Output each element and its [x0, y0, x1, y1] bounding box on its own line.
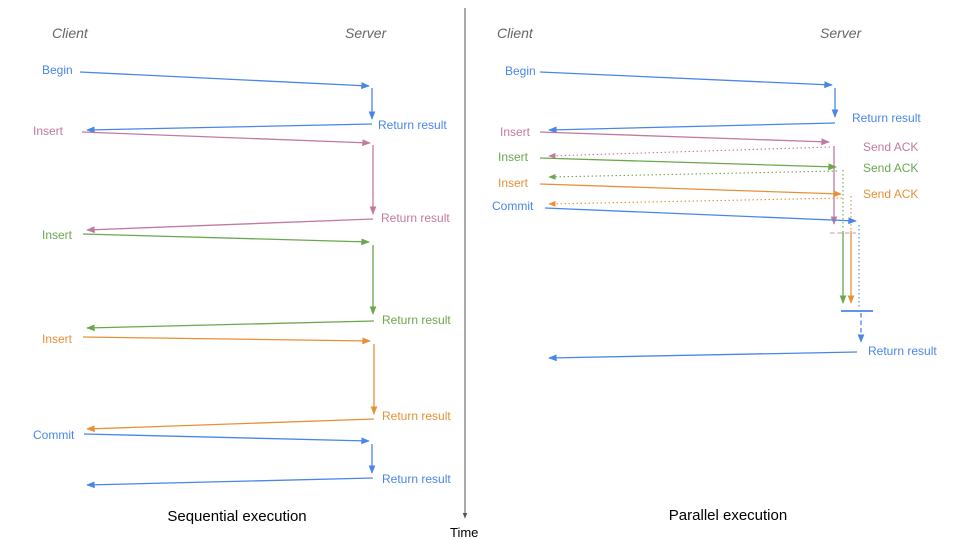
parallel-diagram: Client Server Begin Return result Insert… — [492, 25, 937, 524]
time-axis: Time — [450, 8, 478, 540]
seq-server-header: Server — [345, 25, 388, 41]
seq-insert2-label: Insert — [42, 228, 73, 242]
seq-commit-return-label: Return result — [382, 472, 451, 486]
par-insert1-ack-dotted-arrow — [548, 146, 831, 159]
par-commit-request-arrow — [544, 207, 857, 225]
seq-insert3-return-arrow — [86, 418, 375, 433]
seq-insert3-request-arrow — [82, 336, 371, 345]
par-insert2-ack-dotted-arrow — [548, 170, 838, 180]
par-begin-label: Begin — [505, 64, 536, 78]
par-client-header: Client — [497, 25, 534, 41]
par-insert2-label: Insert — [498, 150, 529, 164]
par-commit-return-arrow — [548, 351, 858, 362]
par-insert3-request-arrow — [539, 183, 842, 198]
seq-commit-return-arrow — [86, 477, 374, 489]
par-insert1-label: Insert — [500, 125, 531, 139]
seq-begin-return-label: Return result — [378, 118, 447, 132]
seq-insert1-label: Insert — [33, 124, 64, 138]
par-server-header: Server — [820, 25, 863, 41]
sequential-diagram: Client Server Begin Return result Insert… — [33, 25, 451, 525]
par-insert3-ack-label: Send ACK — [863, 187, 918, 201]
par-insert1-ack-label: Send ACK — [863, 140, 918, 154]
par-commit-return-label: Return result — [868, 344, 937, 358]
seq-client-header: Client — [52, 25, 89, 41]
time-axis-label: Time — [450, 525, 478, 540]
seq-insert2-return-label: Return result — [382, 313, 451, 327]
par-insert2-ack-label: Send ACK — [863, 161, 918, 175]
par-caption: Parallel execution — [669, 507, 787, 524]
par-insert1-request-arrow — [539, 131, 830, 146]
par-commit-label: Commit — [492, 199, 534, 213]
par-begin-request-arrow — [539, 71, 833, 89]
par-insert3-ack-dotted-arrow — [548, 197, 843, 207]
seq-begin-label: Begin — [42, 63, 73, 77]
seq-insert2-request-arrow — [82, 233, 370, 246]
seq-commit-label: Commit — [33, 428, 75, 442]
par-begin-return-label: Return result — [852, 111, 921, 125]
seq-insert2-return-arrow — [86, 320, 375, 332]
seq-begin-request-arrow — [79, 71, 370, 90]
seq-caption: Sequential execution — [167, 508, 306, 525]
par-insert3-label: Insert — [498, 176, 529, 190]
seq-insert1-return-arrow — [86, 218, 374, 234]
seq-insert1-return-label: Return result — [381, 211, 450, 225]
seq-insert1-request-arrow — [81, 131, 371, 147]
seq-insert3-label: Insert — [42, 332, 73, 346]
seq-begin-return-arrow — [86, 123, 373, 134]
seq-commit-request-arrow — [83, 433, 370, 445]
par-begin-return-arrow — [548, 122, 836, 134]
seq-insert3-return-label: Return result — [382, 409, 451, 423]
par-insert2-request-arrow — [539, 157, 837, 171]
